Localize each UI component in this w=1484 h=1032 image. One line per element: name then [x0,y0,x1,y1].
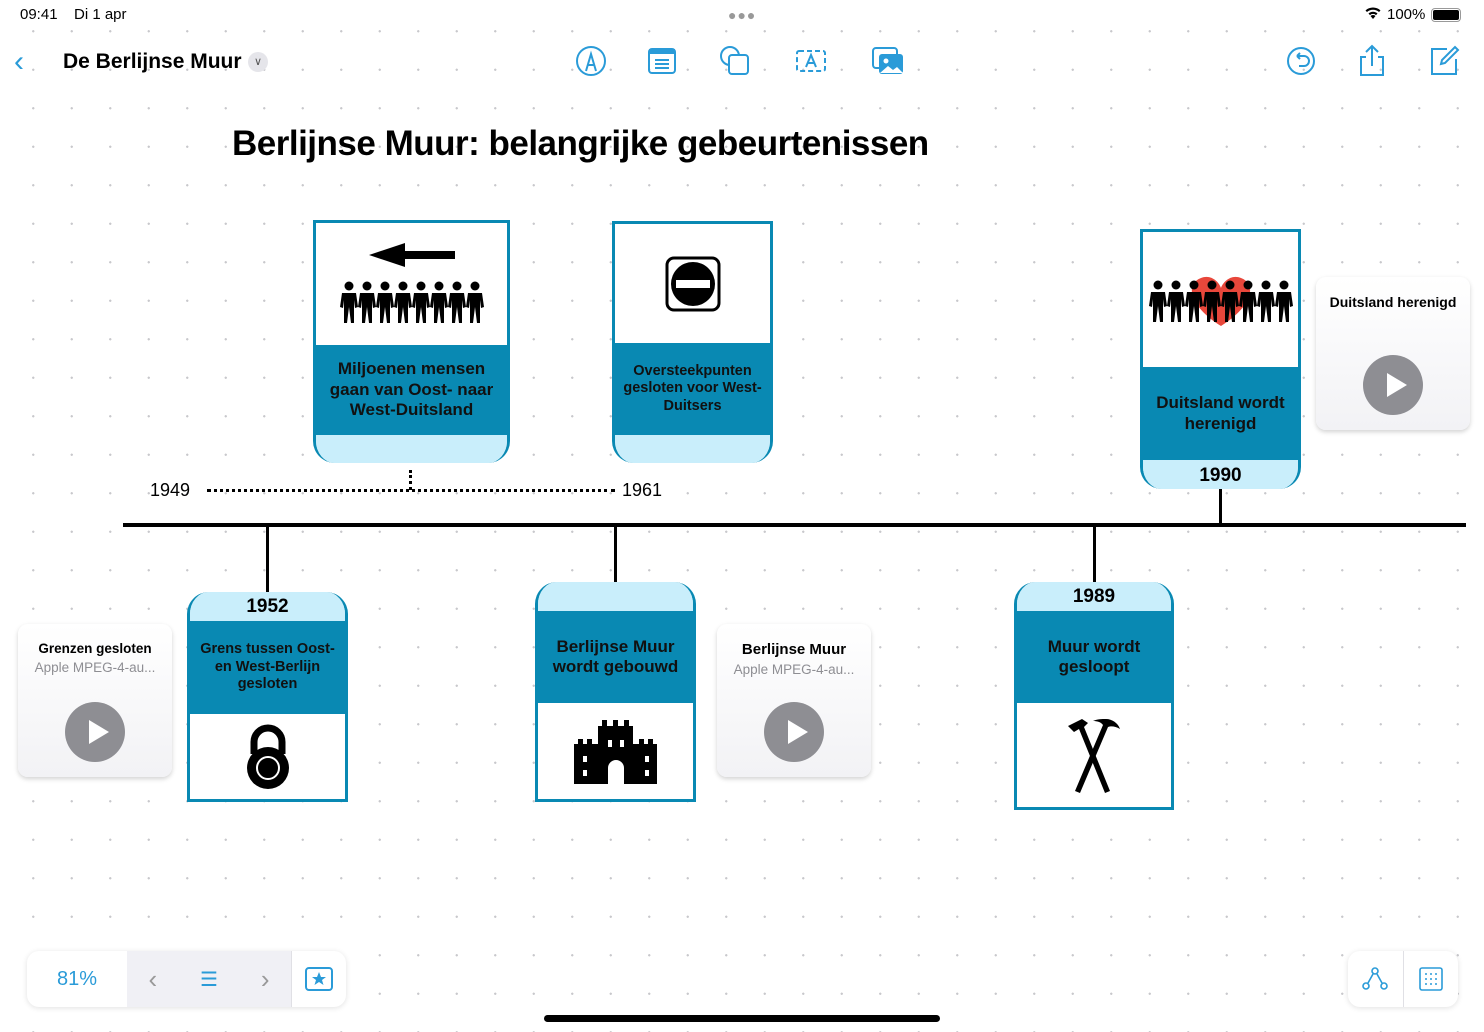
battery-icon [1431,8,1461,22]
event-card-1989[interactable]: 1989 Muur wordt gesloopt [1014,582,1174,810]
connector-1952 [266,525,269,592]
audio-title: Grenzen gesloten [38,641,152,656]
scene-navigator: ‹ ☰ › [127,951,291,1007]
status-time: 09:41 [20,6,58,23]
grid-icon[interactable] [1402,951,1459,1007]
board-title[interactable]: Berlijnse Muur: belangrijke gebeurteniss… [232,124,929,163]
castle-icon [538,703,693,799]
audio-card-berlin-wall[interactable]: Berlijnse Muur Apple MPEG-4-au... [717,624,871,777]
multitask-dots-icon[interactable]: ●●● [728,7,757,23]
play-icon[interactable] [65,702,125,762]
card-footer [538,582,693,611]
timeline-line[interactable] [123,523,1466,527]
card-footer [316,435,507,463]
padlock-icon [190,714,345,799]
audio-title: Duitsland herenigd [1329,294,1457,310]
audio-title: Berlijnse Muur [741,641,847,658]
undo-icon[interactable] [1284,44,1318,78]
add-scene-icon[interactable] [291,951,346,1007]
card-text: Berlijnse Muur wordt gebouwd [538,611,693,703]
event-card-emigration[interactable]: Miljoenen mensen gaan van Oost- naar Wes… [313,220,510,463]
event-card-wall-built[interactable]: Berlijnse Muur wordt gebouwd [535,582,696,802]
text-box-icon[interactable] [794,44,828,78]
range-start-year[interactable]: 1949 [150,480,191,500]
no-entry-icon [615,224,770,343]
audio-card-borders-closed[interactable]: Grenzen gesloten Apple MPEG-4-au... [18,624,172,777]
card-year: 1990 [1143,460,1298,489]
card-text: Grens tussen Oost- en West-Berlijn geslo… [190,621,345,714]
play-icon[interactable] [764,702,824,762]
wifi-icon [1364,6,1382,23]
people-arrow-icon [316,223,507,345]
next-scene-icon[interactable]: › [260,963,270,994]
share-icon[interactable] [1355,44,1389,78]
home-indicator[interactable] [544,1015,940,1022]
card-text: Muur wordt gesloopt [1017,611,1171,703]
event-card-crossings[interactable]: Oversteekpunten gesloten voor West-Duits… [612,221,773,463]
card-footer [615,435,770,463]
document-title[interactable]: De Berlijnse Muur [63,50,242,73]
pen-tool-icon[interactable] [574,44,608,78]
sticky-note-icon[interactable] [645,44,679,78]
range-connector [409,470,412,490]
card-year: 1952 [190,592,345,621]
previous-scene-icon[interactable]: ‹ [148,963,158,994]
audio-subtitle: Apple MPEG-4-au... [34,659,156,675]
status-date: Di 1 apr [74,6,127,23]
connector-1990 [1219,489,1222,525]
connector-1961 [614,525,617,582]
range-dotted-line [207,489,615,492]
card-text: Duitsland wordt herenigd [1143,367,1298,460]
zoom-level[interactable]: 81% [56,967,98,990]
card-year: 1989 [1017,582,1171,611]
card-text: Miljoenen mensen gaan van Oost- naar Wes… [316,345,507,435]
connector-1989 [1093,525,1096,582]
card-text: Oversteekpunten gesloten voor West-Duits… [615,343,770,435]
event-card-1990[interactable]: Duitsland wordt herenigd 1990 [1140,229,1301,489]
media-icon[interactable] [871,44,905,78]
audio-subtitle: Apple MPEG-4-au... [733,661,855,677]
shapes-icon[interactable] [718,44,752,78]
audio-card-reunified[interactable]: Duitsland herenigd [1316,277,1470,430]
back-button[interactable]: ‹ [14,45,24,78]
battery-percent: 100% [1387,6,1426,23]
navigation-bar: 81% ‹ ☰ › [27,951,346,1007]
people-heart-icon [1143,232,1298,367]
title-menu-chevron-icon[interactable]: ∨ [248,52,268,72]
range-end-year[interactable]: 1961 [622,480,663,500]
event-card-1952[interactable]: 1952 Grens tussen Oost- en West-Berlijn … [187,592,348,802]
play-icon[interactable] [1363,355,1423,415]
scenes-list-icon[interactable]: ☰ [200,968,218,991]
view-options-bar [1348,951,1458,1007]
connectors-icon[interactable] [1348,951,1403,1007]
compose-icon[interactable] [1427,44,1461,78]
hammer-pick-icon [1017,703,1171,807]
